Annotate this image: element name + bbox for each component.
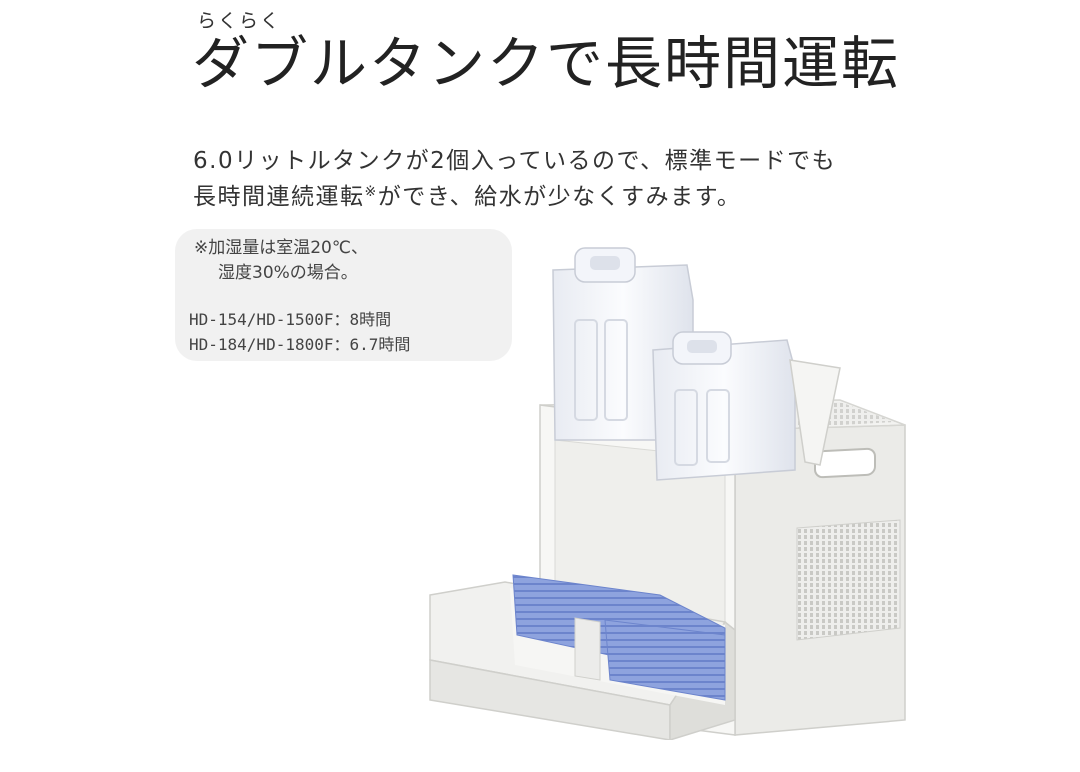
note-condition: ※加湿量は室温20℃、 湿度30%の場合。 xyxy=(194,236,368,286)
note-condition-line-1: ※加湿量は室温20℃、 xyxy=(194,238,368,258)
spec-time: 6.7時間 xyxy=(349,335,411,354)
description-line-2-rest: ができ、給水が少なくすみます。 xyxy=(377,184,742,210)
water-tank-right xyxy=(652,331,796,481)
spec-row: HD-154/HD-1500F：8時間 xyxy=(189,307,410,332)
spec-list: HD-154/HD-1500F：8時間 HD-184/HD-1800F：6.7時… xyxy=(189,307,410,357)
filter-drawer xyxy=(429,574,736,740)
footnote-mark: ※ xyxy=(364,184,378,200)
open-lid xyxy=(789,359,841,466)
spec-model: HD-154/HD-1500F xyxy=(189,310,334,329)
description-line-2-main: 長時間連続運転 xyxy=(193,184,365,210)
page-title: ダブルタンクで長時間運転 xyxy=(192,31,900,97)
spec-time: 8時間 xyxy=(349,310,392,329)
description: 6.0リットルタンクが2個入っているので、標準モードでも 長時間連続運転※ができ… xyxy=(193,146,836,213)
spec-row: HD-184/HD-1800F：6.7時間 xyxy=(189,332,410,357)
description-line-2: 長時間連続運転※ができ、給水が少なくすみます。 xyxy=(193,177,836,213)
note-box xyxy=(175,229,512,361)
spec-model: HD-184/HD-1800F xyxy=(189,335,334,354)
title-ruby: らくらく xyxy=(197,10,282,32)
note-condition-line-2: 湿度30%の場合。 xyxy=(218,263,358,283)
humidifier-illustration xyxy=(429,247,906,740)
spec-separator: ： xyxy=(333,310,350,329)
spec-separator: ： xyxy=(333,335,350,354)
description-line-1: 6.0リットルタンクが2個入っているので、標準モードでも xyxy=(193,148,837,174)
filter-right xyxy=(604,619,726,701)
